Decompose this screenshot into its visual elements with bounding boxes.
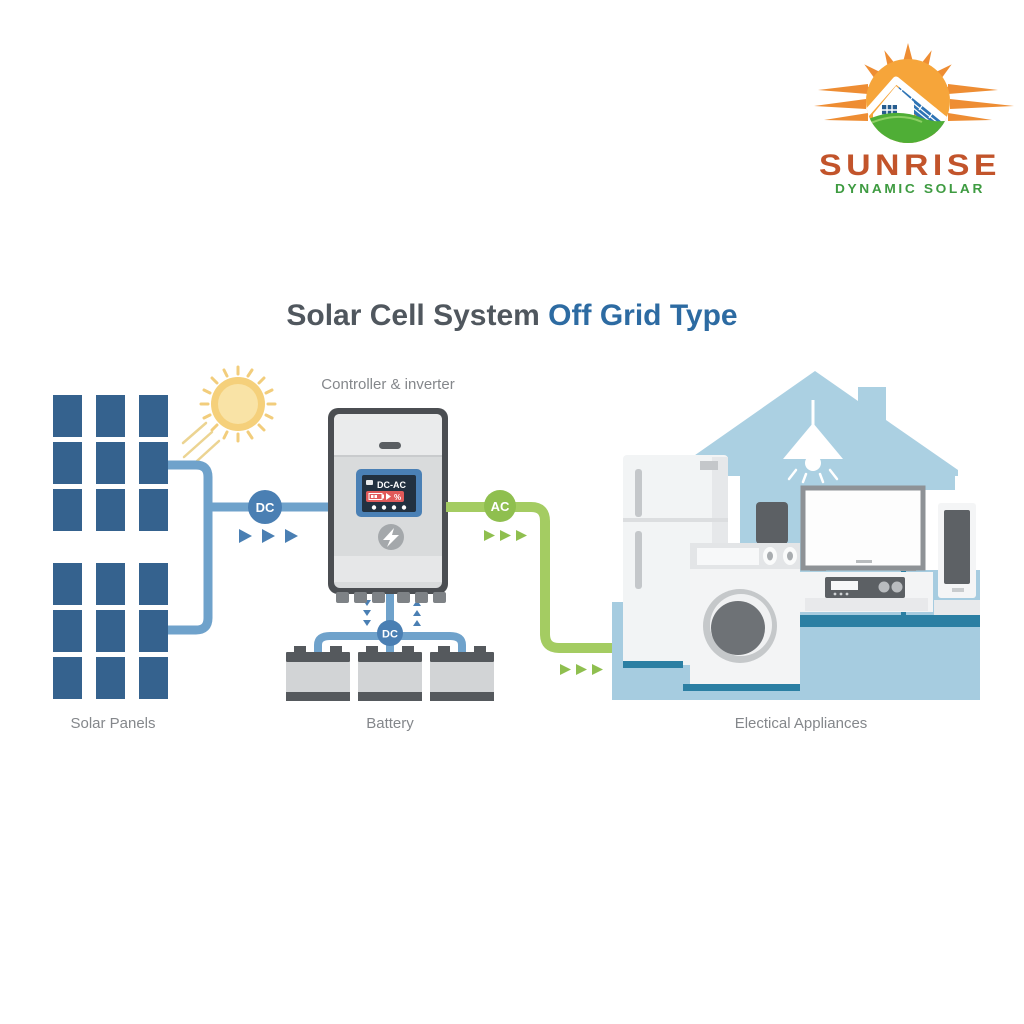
inverter-display: DC-AC % [356, 469, 422, 517]
roof [688, 371, 958, 476]
title-main: Solar Cell System [286, 299, 540, 332]
house [612, 371, 980, 700]
ac-badge [484, 490, 516, 522]
dc-arrows [239, 529, 298, 543]
tower-speaker-icon [934, 503, 980, 615]
brand-name: SUNRISE [819, 149, 1001, 182]
ac-wire: AC [446, 490, 613, 675]
display-mode-label: DC-AC [377, 480, 406, 490]
battery-cell [430, 646, 494, 701]
ac-arrows [484, 530, 603, 675]
battery-label: Battery [366, 715, 414, 732]
power-icon [378, 524, 404, 550]
battery-bank [286, 646, 494, 701]
logo-house-icon [866, 76, 950, 143]
ac-badge-label: AC [491, 499, 510, 514]
brand-logo: SUNRISE DYNAMIC SOLAR [814, 43, 1014, 196]
solar-system-diagram: DC DC [53, 365, 980, 701]
sun-icon [181, 365, 277, 463]
washing-machine-icon [690, 543, 800, 686]
title-highlight: Off Grid Type [548, 299, 738, 332]
tv-cabinet-icon [800, 572, 933, 612]
appliances-label: Electical Appliances [734, 715, 868, 732]
brand-tagline: DYNAMIC SOLAR [835, 181, 985, 196]
lamp-icon [783, 400, 843, 484]
display-percent-symbol: % [394, 493, 401, 502]
dc-badge-label: DC [256, 500, 275, 515]
dc-battery-badge-label: DC [382, 629, 398, 641]
sun-rays-icon [814, 43, 1014, 121]
solar-panels-label: Solar Panels [70, 715, 156, 732]
controller-label: Controller & inverter [321, 376, 455, 393]
battery-wire: DC [314, 590, 466, 654]
solar-panel-array [53, 395, 168, 699]
dc-wire: DC [168, 460, 332, 635]
battery-cell [286, 646, 350, 701]
battery-cell [358, 646, 422, 701]
inverter-terminals [336, 592, 446, 603]
sun-beams [181, 421, 221, 463]
tv-icon [800, 485, 926, 571]
speaker-box-icon [756, 502, 788, 544]
dc-battery-badge [377, 620, 403, 646]
page-title: Solar Cell System Off Grid Type [0, 299, 1024, 333]
dc-badge [248, 490, 282, 524]
controller-inverter: DC-AC % [328, 408, 448, 603]
